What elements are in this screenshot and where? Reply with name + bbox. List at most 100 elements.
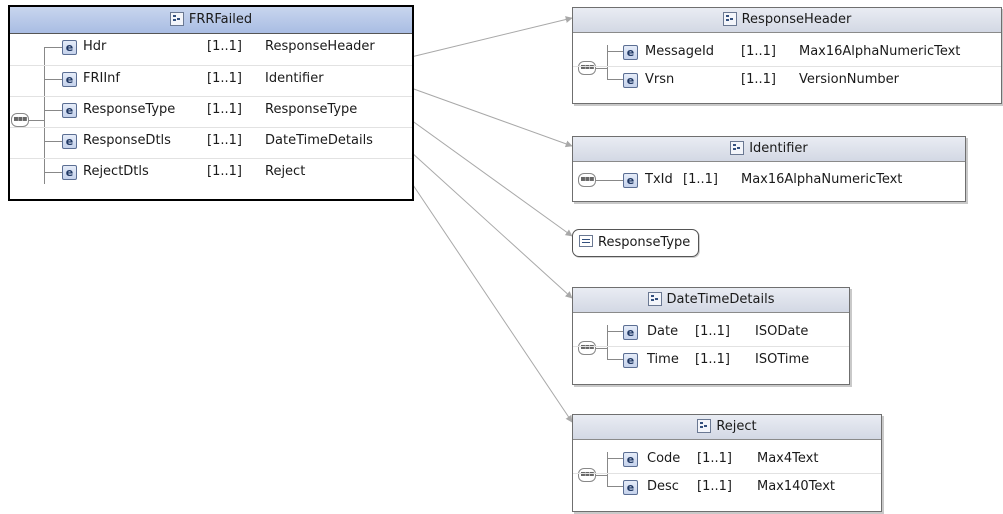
tree-branch [607, 331, 623, 332]
reject-header[interactable]: Reject [573, 415, 881, 440]
responseheader-body: ▪▪▪ e MessageId [1..1] Max16AlphaNumeric… [573, 33, 1001, 103]
element-cardinality: [1..1] [697, 451, 732, 466]
complex-type-icon [722, 11, 737, 26]
element-name: Desc [647, 479, 679, 494]
reject-box[interactable]: Reject ▪▪▪ e Code [1..1] Max4Text e Desc… [572, 414, 882, 512]
tree-branch [44, 110, 62, 111]
tree-branch [607, 51, 623, 52]
identifier-title: Identifier [749, 141, 808, 156]
element-cardinality: [1..1] [741, 44, 776, 59]
complex-type-icon [647, 291, 662, 306]
tree-branch [607, 458, 623, 459]
reject-body: ▪▪▪ e Code [1..1] Max4Text e Desc [1..1]… [573, 440, 881, 510]
datetimedetails-header[interactable]: DateTimeDetails [573, 288, 849, 313]
element-cardinality: [1..1] [207, 133, 242, 148]
element-type: ResponseHeader [265, 39, 375, 54]
element-icon: e [623, 45, 638, 60]
complex-type-icon [730, 140, 745, 155]
frrfailed-box[interactable]: FRRFailed ▪▪▪ e Hdr [1..1] ResponseHeade… [8, 5, 414, 201]
tree-branch [607, 486, 623, 487]
frrfailed-title: FRRFailed [188, 12, 253, 27]
element-cardinality: [1..1] [683, 172, 718, 187]
responseheader-title: ResponseHeader [741, 12, 852, 27]
element-name: RejectDtls [83, 164, 149, 179]
element-row-code[interactable]: e Code [1..1] Max4Text [573, 446, 881, 472]
element-row-hdr[interactable]: e Hdr [1..1] ResponseHeader [10, 34, 412, 60]
datetimedetails-title: DateTimeDetails [666, 292, 775, 307]
element-name: Time [647, 352, 679, 367]
element-name: FRIInf [83, 71, 120, 86]
identifier-header[interactable]: Identifier [573, 137, 965, 162]
element-name: Vrsn [645, 72, 675, 87]
identifier-body: ▪▪▪ e TxId [1..1] Max16AlphaNumericText [573, 162, 965, 200]
element-cardinality: [1..1] [207, 164, 242, 179]
simple-type-icon [579, 235, 593, 247]
tree-trunk [607, 325, 608, 359]
responsetype-simple-box[interactable]: ResponseType [572, 229, 700, 257]
element-type: Max4Text [757, 451, 819, 466]
element-icon: e [623, 353, 638, 368]
connector-responsetype [410, 119, 573, 237]
element-row-date[interactable]: e Date [1..1] ISODate [573, 319, 849, 345]
element-type: Reject [265, 164, 306, 179]
element-icon: e [62, 134, 77, 149]
element-name: Code [647, 451, 681, 466]
element-name: MessageId [645, 44, 715, 59]
connector-rejectdtls [410, 181, 573, 423]
element-type: ResponseType [265, 102, 358, 117]
element-icon: e [623, 452, 638, 467]
reject-title: Reject [716, 419, 757, 434]
element-row-responsetype[interactable]: e ResponseType [1..1] ResponseType [10, 96, 412, 123]
element-name: Hdr [83, 39, 107, 54]
element-row-responsedtls[interactable]: e ResponseDtls [1..1] DateTimeDetails [10, 127, 412, 154]
element-icon: e [623, 325, 638, 340]
element-cardinality: [1..1] [207, 102, 242, 117]
responseheader-box[interactable]: ResponseHeader ▪▪▪ e MessageId [1..1] Ma… [572, 7, 1002, 104]
tree-branch [44, 79, 62, 80]
element-row-time[interactable]: e Time [1..1] ISOTime [573, 346, 849, 373]
element-icon: e [62, 103, 77, 118]
element-row-desc[interactable]: e Desc [1..1] Max140Text [573, 473, 881, 500]
tree-stem [595, 475, 607, 476]
tree-branch [607, 359, 623, 360]
element-icon: e [623, 73, 638, 88]
element-name: Date [647, 324, 679, 339]
responseheader-header[interactable]: ResponseHeader [573, 8, 1001, 33]
element-row-rejectdtls[interactable]: e RejectDtls [1..1] Reject [10, 158, 412, 185]
element-type: Identifier [265, 71, 324, 86]
element-name: TxId [645, 172, 673, 187]
element-row-vrsn[interactable]: e Vrsn [1..1] VersionNumber [573, 66, 1001, 93]
element-icon: e [623, 173, 638, 188]
element-type: ISOTime [755, 352, 810, 367]
element-type: Max16AlphaNumericText [799, 44, 961, 59]
element-type: Max16AlphaNumericText [741, 172, 903, 187]
datetimedetails-body: ▪▪▪ e Date [1..1] ISODate e Time [1..1] … [573, 313, 849, 383]
element-type: VersionNumber [799, 72, 900, 87]
tree-trunk [607, 45, 608, 79]
tree-stem [595, 348, 607, 349]
element-cardinality: [1..1] [695, 352, 730, 367]
sequence-compositor-icon[interactable]: ▪▪▪ [11, 113, 29, 127]
element-cardinality: [1..1] [207, 39, 242, 54]
datetimedetails-box[interactable]: DateTimeDetails ▪▪▪ e Date [1..1] ISODat… [572, 287, 850, 385]
responsetype-title: ResponseType [598, 235, 691, 250]
element-type: Max140Text [757, 479, 835, 494]
element-cardinality: [1..1] [207, 71, 242, 86]
element-name: ResponseDtls [83, 133, 171, 148]
element-row-friinf[interactable]: e FRIInf [1..1] Identifier [10, 65, 412, 92]
connector-friinf [410, 87, 573, 148]
tree-branch [44, 172, 62, 173]
sequence-compositor-icon[interactable]: ▪▪▪ [578, 173, 596, 187]
element-row-txid[interactable]: e TxId [1..1] Max16AlphaNumericText [573, 167, 965, 193]
element-icon: e [62, 165, 77, 180]
element-row-messageid[interactable]: e MessageId [1..1] Max16AlphaNumericText [573, 39, 1001, 65]
connector-hdr [410, 16, 573, 58]
element-type: ISODate [755, 324, 809, 339]
identifier-box[interactable]: Identifier ▪▪▪ e TxId [1..1] Max16AlphaN… [572, 136, 966, 202]
element-icon: e [62, 72, 77, 87]
tree-trunk [44, 47, 45, 184]
element-type: DateTimeDetails [265, 133, 373, 148]
tree-stem [595, 180, 623, 181]
frrfailed-header[interactable]: FRRFailed [10, 7, 412, 34]
connector-responsedtls [410, 151, 573, 299]
